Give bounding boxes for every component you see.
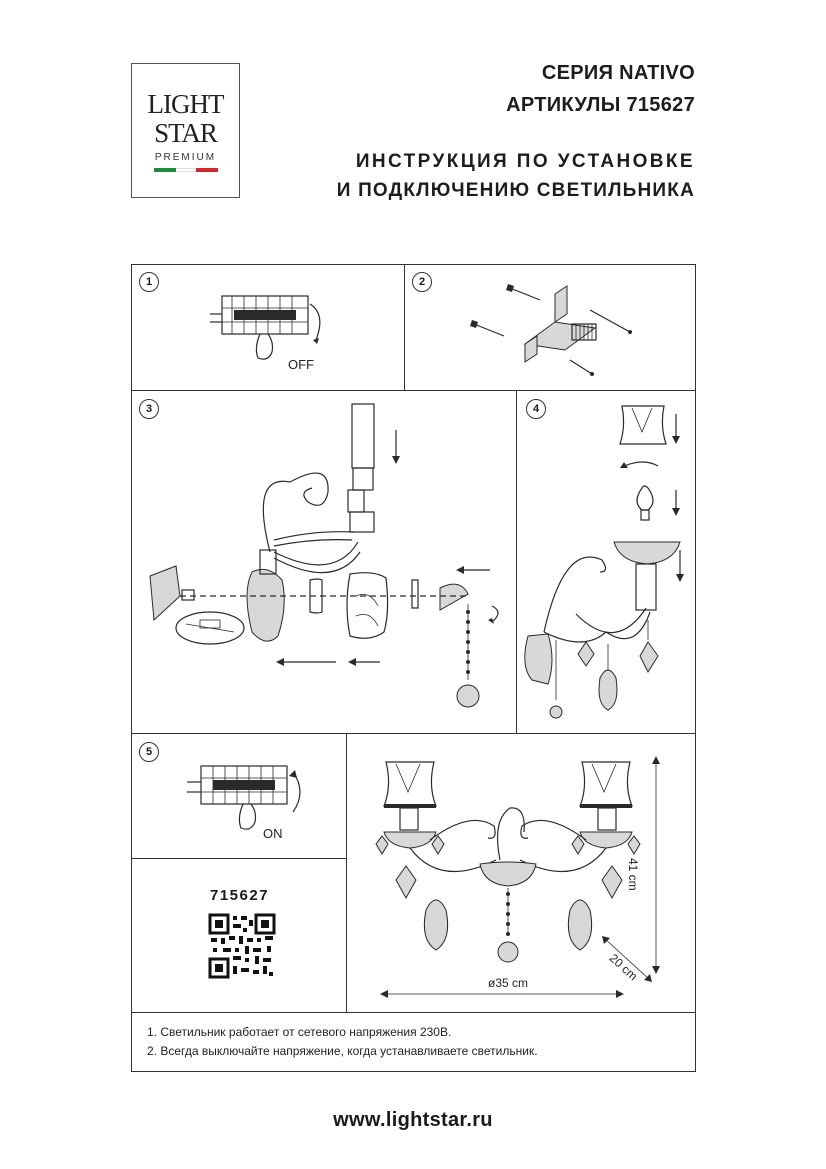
flag-white-stripe	[176, 168, 196, 172]
bracket-mounting-illustration	[470, 284, 632, 376]
note-safety: 2. Всегда выключайте напряжение, когда у…	[147, 1044, 538, 1058]
website-link[interactable]: www.lightstar.ru	[333, 1109, 493, 1131]
note-voltage: 1. Светильник работает от сетевого напря…	[147, 1025, 452, 1039]
step-number-2: 2	[412, 272, 432, 292]
series-title: СЕРИЯ NATIVO	[541, 62, 695, 84]
shade-bulb-installation-illustration	[524, 405, 684, 719]
product-dimensions-drawing	[375, 756, 660, 998]
logo-text-premium: PREMIUM	[154, 152, 217, 163]
divider-step5-dims	[346, 733, 347, 1012]
step-number-4: 4	[526, 399, 546, 419]
instruction-title-line1: ИНСТРУКЦИЯ ПО УСТАНОВКЕ	[355, 151, 695, 172]
step1-off-label: OFF	[288, 357, 314, 372]
flag-green-stripe	[154, 168, 176, 172]
breaker-off-illustration	[210, 295, 321, 360]
brand-logo: LIGHT STAR PREMIUM	[131, 63, 240, 198]
step5-on-label: ON	[263, 826, 283, 841]
divider-row1	[131, 390, 696, 391]
flag-red-stripe	[196, 168, 218, 172]
step-number-5: 5	[139, 742, 159, 762]
logo-text-star: STAR	[154, 118, 218, 148]
article-title: АРТИКУЛЫ 715627	[506, 94, 695, 116]
product-article-number: 715627	[210, 887, 270, 904]
dimension-width: ø35 cm	[488, 976, 529, 990]
logo-text-light: LIGHT	[147, 89, 225, 119]
step-number-1: 1	[139, 272, 159, 292]
divider-row2	[131, 733, 696, 734]
instruction-frame	[131, 264, 696, 1072]
divider-step5-article	[131, 858, 346, 859]
instruction-title-line2: И ПОДКЛЮЧЕНИЮ СВЕТИЛЬНИКА	[336, 180, 695, 201]
step-number-3: 3	[139, 399, 159, 419]
divider-step1-2	[404, 264, 405, 390]
breaker-on-illustration	[187, 765, 301, 830]
qr-code-icon	[208, 913, 276, 979]
divider-notes	[131, 1012, 696, 1013]
wall-assembly-illustration	[149, 403, 499, 708]
dimension-height: 41 cm	[626, 858, 640, 891]
divider-step3-4	[516, 390, 517, 733]
